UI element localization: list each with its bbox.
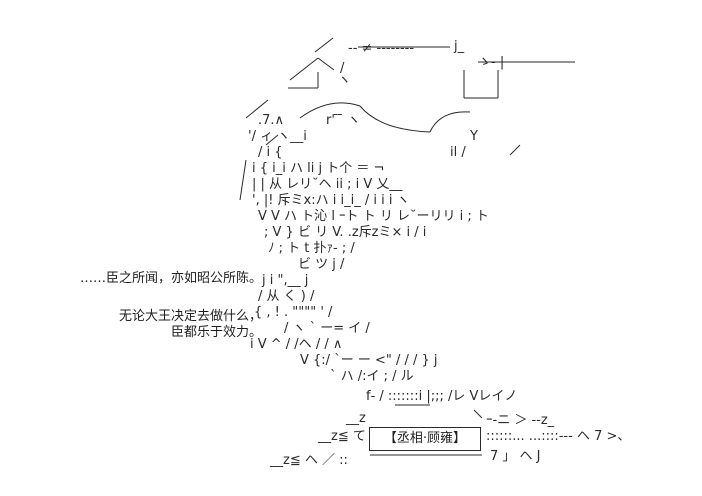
- svg-text:| | 从 レリ˘ヘ ii ;: | | 从 レリ˘ヘ ii ; i V 乂__: [252, 177, 403, 192]
- dialogue-line-3: 臣都乐于效力。: [170, 325, 262, 340]
- svg-text:ﾉ ;: ﾉ ; ト t 扑ｧ- ; /: [268, 241, 355, 256]
- svg-text:; V } ビ リ V. .z斥zミ×: ; V } ビ リ V. .z斥zミ× i / i: [264, 225, 426, 240]
- svg-text:{ , ! .: { , ! . """" ' /: [254, 305, 333, 320]
- svg-text:7 」 ヘ J: 7 」 ヘ J: [490, 449, 541, 464]
- svg-text:Y: Y: [469, 129, 478, 144]
- svg-text:f‐ / :::::::i |;;;: f‐ / :::::::i |;;; /レ Vレイノ: [366, 389, 517, 404]
- svg-text:-- ≠ ‐‐‐‐‐‐‐‐: -- ≠ ‐‐‐‐‐‐‐‐: [348, 41, 414, 56]
- svg-text:ゝ- |: ゝ- |: [478, 55, 504, 70]
- svg-text:` ハ /: ` ハ /:イ ; / ル: [330, 369, 414, 384]
- svg-text:', |! 斥ミx:ハ i i_i_ / i: ', |! 斥ミx:ハ i i_i_ / i i i ヽ: [252, 193, 410, 208]
- svg-text:ビ ツ j /: ビ ツ j /: [298, 257, 345, 272]
- svg-text:r' ̄ ̄ ヽ: r' ̄ ̄ ヽ: [326, 113, 360, 128]
- svg-text:/ i {: / i {: [258, 145, 283, 160]
- svg-text:il /: il /: [450, 145, 466, 160]
- dialogue-line-2: 无论大王决定去做什么，: [118, 309, 262, 324]
- svg-text:j i: j i ",__ j: [261, 273, 308, 288]
- svg-text:/ ヽ ` ー=: / ヽ ` ー= イ /: [284, 321, 370, 336]
- svg-text:i V ^ / /ヘ: i V ^ / /ヘ / / ∧: [250, 337, 342, 352]
- ascii-glyphs: -- ≠ ‐‐‐‐‐‐‐‐ j_ ゝ- | / ヽ .7.∧ r' ̄ ̄ ヽ …: [248, 39, 630, 468]
- dialogue-line-1: ……臣之所闻，亦如昭公所陈。: [79, 271, 262, 286]
- svg-text:.7.∧: .7.∧: [258, 113, 284, 128]
- svg-text:V V ハ ト沁 l ｰト ト リ レ˘ーリリ: V V ハ ト沁 l ｰト ト リ レ˘ーリリ i ; ト: [258, 209, 489, 224]
- svg-text:ｰ‐ニ ＞ ‐‐z_: ｰ‐ニ ＞ ‐‐z_: [486, 413, 555, 428]
- svg-text:'/ ィ ヽ__i: '/ ィ ヽ__i: [248, 129, 307, 144]
- speaker-name-plate: 【丞相·顾雍】: [369, 427, 481, 451]
- svg-text:/ 从 く: / 从 く ) /: [258, 289, 315, 304]
- svg-text:ヽ: ヽ: [338, 73, 351, 88]
- svg-text:V {:/ `ー ー <" /: V {:/ `ー ー <" / / / } j: [300, 353, 438, 368]
- svg-text:__z≦ て: __z≦ て: [317, 429, 366, 444]
- svg-text:i { i_i ハ li j: i { i_i ハ li j ト个 ＝ ¬: [252, 161, 384, 176]
- svg-text:__z: __z: [345, 411, 366, 426]
- svg-text:::::::... ...::::--‐ ヘ 7 >、: ::::::... ...::::--‐ ヘ 7 >、: [486, 429, 630, 444]
- svg-text:/: /: [340, 61, 345, 76]
- hat-outline: [288, 37, 575, 99]
- head-outline: [239, 99, 521, 201]
- svg-text:j_: j_: [453, 39, 465, 54]
- svg-text:__z≦ ヘ ／ ::: __z≦ ヘ ／ ::: [269, 453, 348, 468]
